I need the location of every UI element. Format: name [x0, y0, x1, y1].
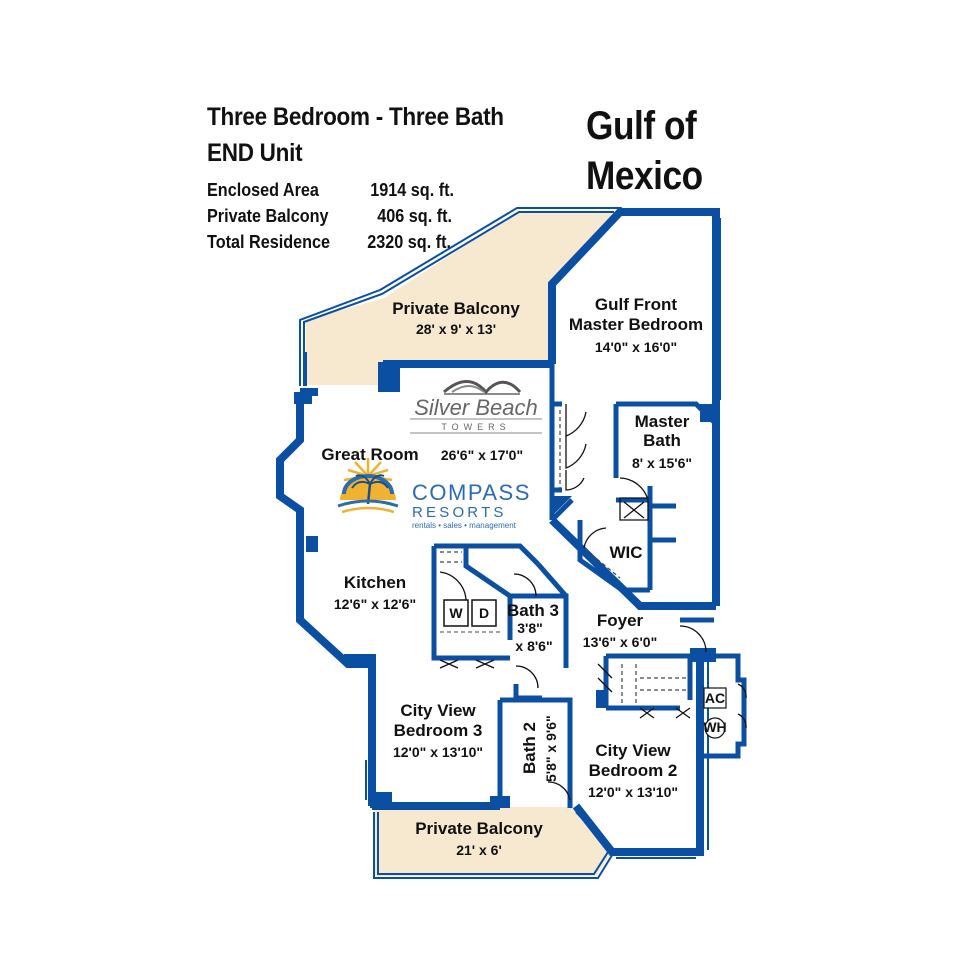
silver-beach-name: Silver Beach: [414, 395, 538, 420]
washer-label: W: [449, 605, 463, 621]
great-room-dim: 26'6" x 17'0": [441, 447, 523, 463]
master-bedroom-dim: 14'0" x 16'0": [595, 339, 677, 355]
silver-beach-sub: TOWERS: [441, 422, 510, 432]
closet-shelves: [440, 410, 690, 704]
room-labels: Private Balcony 28' x 9' x 13' Gulf Fron…: [321, 295, 703, 858]
bath2-name: Bath 2: [520, 722, 539, 774]
stat-label-balcony: Private Balcony: [207, 206, 329, 226]
balcony-bottom-railing: [373, 811, 616, 879]
master-bath-dim: 8' x 15'6": [632, 455, 692, 471]
bedroom3-name-2: Bedroom 3: [394, 721, 483, 740]
bedroom2-name-1: City View: [595, 741, 671, 760]
great-room-name: Great Room: [321, 445, 418, 464]
orientation-line2: Mexico: [586, 154, 703, 198]
dryer-label: D: [479, 605, 489, 621]
compass-resorts-logo: COMPASS RESORTS rentals • sales • manage…: [337, 458, 531, 530]
balcony-top-name: Private Balcony: [392, 299, 520, 318]
master-bedroom-name-2: Master Bedroom: [569, 315, 703, 334]
balcony-top-dim: 28' x 9' x 13': [416, 321, 496, 337]
bedroom2-dim: 12'0" x 13'10": [588, 784, 678, 800]
bath3-name: Bath 3: [507, 601, 559, 620]
mechanical-closet: AC WH: [700, 653, 747, 759]
doors: [439, 404, 707, 801]
wave-icon: [443, 380, 522, 395]
balcony-bottom-fill: [375, 807, 612, 876]
compass-sub: RESORTS: [412, 504, 507, 521]
bath3-dim-2: x 8'6": [515, 638, 552, 654]
balcony-bottom-dim: 21' x 6': [456, 842, 502, 858]
plan-subtitle: END Unit: [207, 139, 303, 167]
ac-label: AC: [705, 690, 725, 706]
compass-tagline: rentals • sales • management: [412, 521, 517, 530]
stat-label-enclosed: Enclosed Area: [207, 180, 319, 200]
wic-name: WIC: [609, 543, 642, 562]
master-bath-name-2: Bath: [643, 431, 681, 450]
foyer-dim: 13'6" x 6'0": [583, 634, 657, 650]
stat-label-total: Total Residence: [207, 232, 331, 252]
foyer-name: Foyer: [597, 611, 644, 630]
bedroom3-name-1: City View: [400, 701, 476, 720]
kitchen-dim: 12'6" x 12'6": [334, 596, 416, 612]
master-bath-name-1: Master: [635, 412, 690, 431]
compass-name: COMPASS: [412, 480, 531, 505]
washer-dryer: W D: [440, 599, 500, 633]
bedroom3-dim: 12'0" x 13'10": [393, 744, 483, 760]
plan-title: Three Bedroom - Three Bath: [207, 103, 504, 131]
stat-value-balcony: 406 sq. ft.: [377, 206, 452, 226]
master-bedroom-name-1: Gulf Front: [595, 295, 677, 314]
wh-label: WH: [703, 719, 726, 735]
stat-value-total: 2320 sq. ft.: [367, 232, 451, 252]
bedroom2-name-2: Bedroom 2: [589, 761, 678, 780]
balcony-bottom-name: Private Balcony: [415, 819, 543, 838]
orientation-line1: Gulf of: [586, 104, 697, 148]
wall-blocks: [294, 362, 716, 808]
kitchen-name: Kitchen: [344, 573, 406, 592]
interior-walls: [431, 364, 718, 808]
sun-palm-icon: [337, 458, 399, 514]
bath3-dim-1: 3'8": [517, 620, 543, 636]
silver-beach-logo: Silver Beach TOWERS: [410, 380, 542, 434]
stat-value-enclosed: 1914 sq. ft.: [370, 180, 454, 200]
bath2-dim: 5'8" x 9'6": [543, 715, 559, 782]
balcony-top-fill: [306, 212, 618, 385]
